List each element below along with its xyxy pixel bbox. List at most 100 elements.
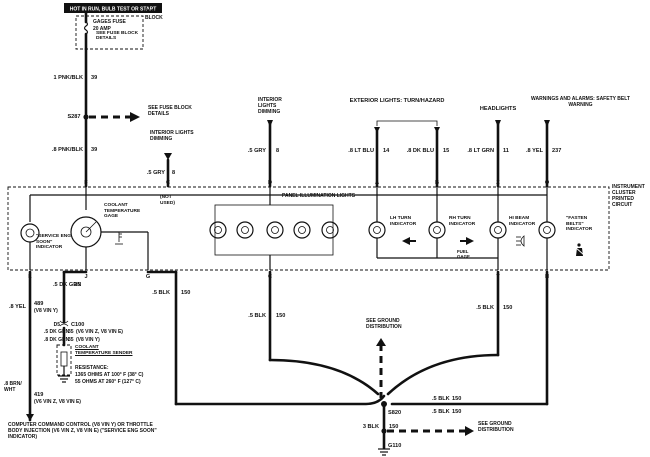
wire6-circuit: 15 [443, 148, 449, 154]
wire5-circuit: 14 [383, 148, 390, 154]
wire8-circuit: 237 [552, 148, 561, 154]
panel-bulb-3 [266, 221, 284, 239]
bulb-icon [271, 226, 279, 234]
bulb-icon [214, 226, 222, 234]
wire-150-y-run [386, 353, 500, 396]
splice-lower [381, 428, 387, 434]
s820-label: S820 [388, 410, 401, 416]
blk-n-label: .5 BLK [432, 409, 450, 415]
wire4-label: .5 GRY [248, 148, 266, 154]
brn-note: (V6 VIN Z, V8 VIN E) [34, 399, 81, 405]
blk-g-label: .5 BLK [152, 290, 170, 296]
bulb-icon [494, 226, 502, 234]
lh-turn-indicator [368, 221, 386, 239]
wire3-label: .5 GRY [147, 170, 165, 176]
lh-turn-label-wrap: LH TURN INDICATOR [390, 216, 416, 227]
fuse-see-details-2-wrap: SEE FUSE BLOCK DETAILS [148, 105, 192, 117]
bulb-icon [373, 226, 381, 234]
coolant-gage-label: COOLANT TEMPERATURE GAGE [104, 203, 141, 220]
res1-label: 1365 OHMS AT 100° F (38° C) [75, 372, 144, 378]
see-ground-1-wrap: SEE GROUND DISTRIBUTION [366, 318, 402, 330]
panel-bulb-2 [236, 221, 254, 239]
wire6-label: .8 DK BLU [407, 148, 434, 154]
fuse-see-details-2: SEE FUSE BLOCK DETAILS [148, 105, 192, 117]
fuse-icon [83, 21, 89, 35]
dkgrn-c-note: (V8 VIN Y) [76, 337, 100, 343]
dkgrn-b-label: .5 DK GRN [44, 329, 70, 335]
interior-dim-left-wrap: INTERIOR LIGHTS DIMMING [150, 130, 194, 142]
ground-icon [58, 375, 70, 383]
yel-label: .8 YEL [9, 304, 27, 310]
interior-dim-left: INTERIOR LIGHTS DIMMING [150, 130, 194, 142]
hi-beam-label-wrap: HI BEAM INDICATOR [509, 216, 535, 227]
bulb-icon [25, 228, 35, 238]
arrow-up-icon-e [376, 338, 386, 346]
interior-dim-right-wrap: INTERIOR LIGHTS DIMMING [258, 97, 282, 115]
warnings-label: WARNINGS AND ALARMS: SAFETY BELT WARNING [531, 96, 630, 108]
sender-label-wrap: COOLANT TEMPERATURE SENDER [75, 345, 132, 356]
panel-lights-frame [214, 204, 334, 256]
panel-lights-label: PANEL ILLUMINATION LIGHTS [282, 193, 356, 199]
see-ground-2-wrap: SEE GROUND DISTRIBUTION [478, 421, 514, 433]
connector-c-top: C [166, 180, 170, 186]
service-eng-label: "SERVICE ENG SOON" INDICATOR [36, 234, 71, 251]
hot-label-box [64, 3, 162, 13]
dkgrn-label: .5 DK GRN [53, 282, 81, 288]
bulb-icon [298, 226, 306, 234]
resistance-label: RESISTANCE: [75, 365, 109, 371]
connector-b: B [435, 180, 439, 186]
panel-bulb-4 [293, 221, 311, 239]
splice-s287 [83, 114, 89, 120]
thermometer-icon [115, 232, 123, 245]
blk-y-label: .5 BLK [476, 305, 494, 311]
yel-circuit: 489 [34, 301, 43, 307]
blk-c-circuit: 150 [276, 313, 285, 319]
blk3-label: 3 BLK [363, 424, 379, 430]
blk-y-circuit: 150 [503, 305, 512, 311]
cluster-label: INSTRUMENT CLUSTER PRINTED CIRCUIT [612, 184, 645, 208]
rh-turn-label: RH TURN INDICATOR [449, 216, 476, 227]
connector-g: G [146, 274, 150, 280]
fuse-block-label-wrap: FUSE BLOCK [145, 9, 163, 21]
fuse-see-details-wrap: SEE FUSE BLOCK DETAILS [96, 31, 138, 41]
dkgrn-b-note: (V6 VIN Z, V8 VIN E) [76, 329, 123, 335]
c100-pin: D5 [54, 322, 61, 328]
panel-light-bulbs [209, 221, 339, 239]
arrow-down-icon-b [26, 414, 34, 421]
ground-icon-g110 [378, 448, 390, 456]
wire5-label: .8 LT BLU [348, 148, 374, 154]
wire8-label: .8 YEL [526, 148, 544, 154]
connector-o: O [545, 180, 550, 186]
computer-note-wrap: COMPUTER COMMAND CONTROL (V8 VIN Y) OR T… [8, 422, 157, 441]
wire-150-c-run [268, 358, 380, 396]
headlights-label: HEADLIGHTS [480, 106, 517, 112]
warnings-label-wrap: WARNINGS AND ALARMS: SAFETY BELT WARNING [531, 96, 630, 108]
coolant-gage-label-wrap: COOLANT TEMPERATURE GAGE [104, 203, 141, 220]
fasten-belts-label: "FASTEN BELTS" INDICATOR [566, 216, 593, 233]
computer-note: COMPUTER COMMAND CONTROL (V8 VIN Y) OR T… [8, 422, 157, 441]
connector-f: F [84, 180, 88, 186]
splice-top-label: S287 [67, 114, 80, 120]
rh-turn-label-wrap: RH TURN INDICATOR [449, 216, 476, 227]
gage-needle-icon [85, 221, 97, 233]
blk-s-label: .5 BLK [432, 396, 450, 402]
blk3-circuit: 150 [389, 424, 398, 430]
wire3-circuit: 8 [172, 170, 175, 176]
right-arrow-icon [460, 237, 474, 245]
wire-150-g-run [174, 394, 386, 406]
blk-s-circuit: 150 [452, 396, 461, 402]
blk-g-circuit: 150 [181, 290, 190, 296]
fuel-gage-label: FUEL GAGE [457, 249, 470, 260]
instrument-cluster-box [7, 186, 610, 271]
exterior-label: EXTERIOR LIGHTS: TURN/HAZARD [350, 98, 445, 104]
c100-label: C100 [71, 322, 84, 328]
res2-label: 55 OHMS AT 260° F (127° C) [75, 379, 141, 385]
bulb-icon [326, 226, 334, 234]
wire2-label: .8 PNK/BLK [52, 147, 83, 153]
cluster-label-wrap: INSTRUMENT CLUSTER PRINTED CIRCUIT [612, 184, 645, 208]
wire7-label: .8 LT GRN [467, 148, 494, 154]
bulb-icon [543, 226, 551, 234]
wire1-circuit: 39 [91, 75, 97, 81]
headlamp-icon [516, 235, 525, 247]
